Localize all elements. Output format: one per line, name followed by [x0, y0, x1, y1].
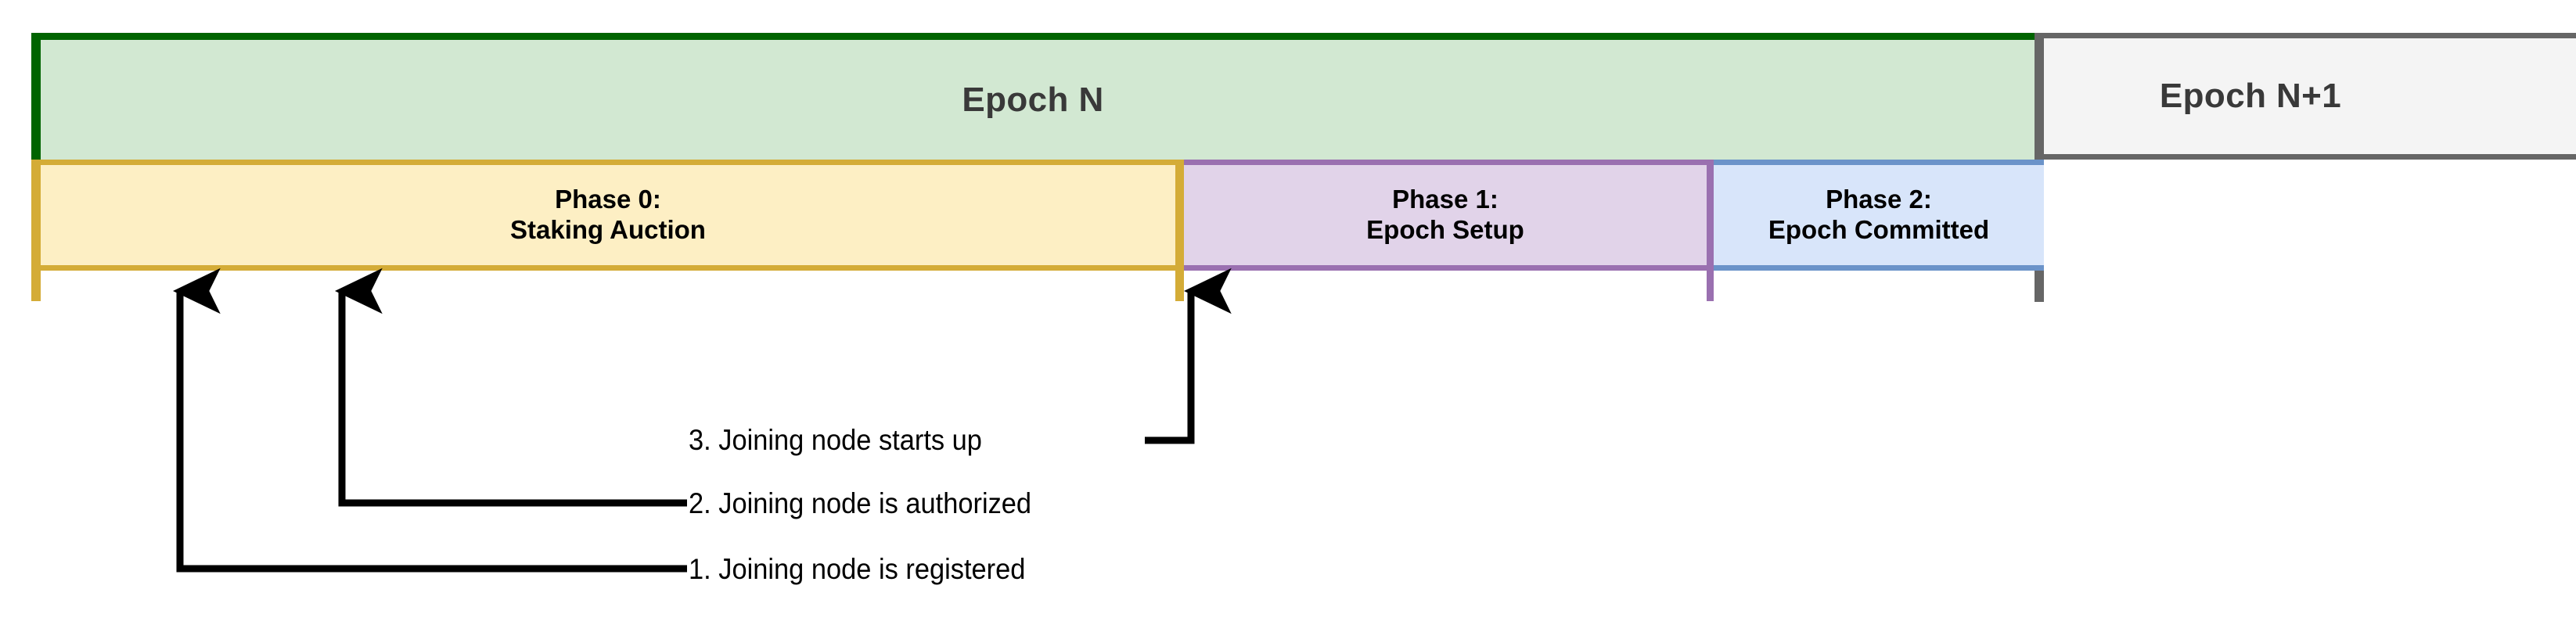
callout-3-leader	[1145, 268, 1232, 444]
phase-0-right-tick	[1175, 271, 1184, 301]
callout-2-label: 2. Joining node is authorized	[689, 487, 1032, 519]
callout-1-leader	[173, 268, 687, 573]
phase-1-block: Phase 1: Epoch Setup	[1184, 160, 1714, 271]
callout-1-label: 1. Joining node is registered	[689, 553, 1026, 585]
phase-0-subtitle: Staking Auction	[510, 215, 706, 244]
epoch-n-plus-1-label: Epoch N+1	[2159, 77, 2342, 115]
phase-2-title: Phase 2:	[1826, 185, 1932, 214]
phase-2-subtitle: Epoch Committed	[1768, 215, 1990, 244]
phase-0-left-tick	[31, 271, 41, 301]
phase-1-subtitle: Epoch Setup	[1366, 215, 1524, 244]
callout-2-leader	[335, 268, 687, 507]
phase-1-right-tick	[1707, 271, 1714, 301]
epoch-n-label: Epoch N	[962, 80, 1104, 119]
phase-1-title: Phase 1:	[1392, 185, 1498, 214]
phase-0-block: Phase 0: Staking Auction	[31, 160, 1184, 271]
phase-0-title: Phase 0:	[555, 185, 661, 214]
epoch-n-block: Epoch N	[31, 33, 2035, 160]
phase-2-block: Phase 2: Epoch Committed	[1714, 160, 2044, 271]
callout-3-label: 3. Joining node starts up	[689, 424, 982, 456]
epoch-n-plus-1-block: Epoch N+1	[2035, 33, 2576, 160]
